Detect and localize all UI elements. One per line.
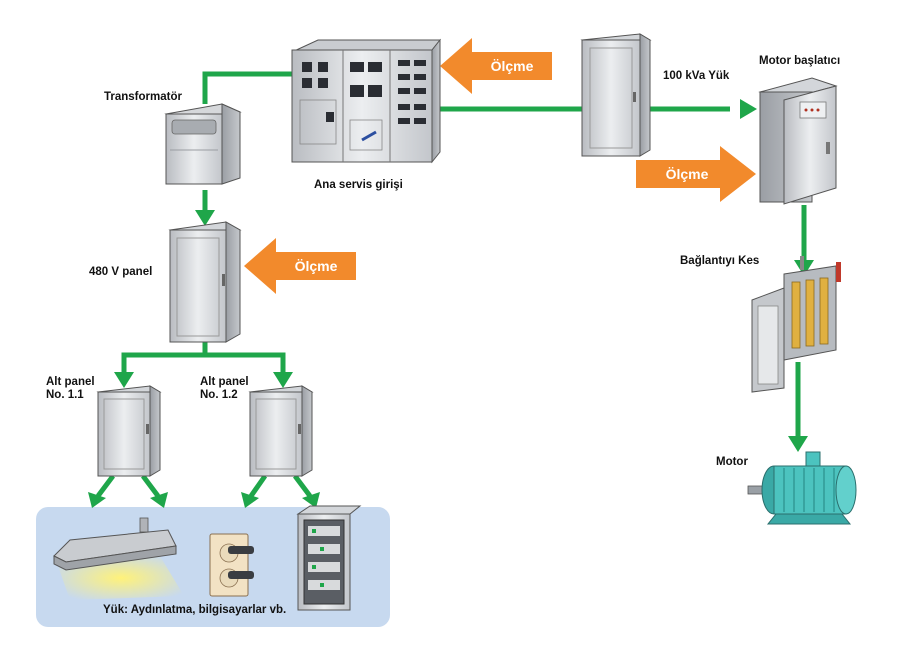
disconnect-switch-icon — [751, 256, 841, 393]
motor-starter-label: Motor başlatıcı — [759, 55, 841, 67]
outlet-icon — [209, 533, 254, 597]
subpanel-1-2-label-line1: Alt panel — [200, 376, 249, 388]
panel-icon — [168, 221, 242, 343]
switchgear-icon — [291, 38, 442, 164]
subpanel-1-1-label: Alt panel No. 1.1 — [46, 376, 95, 402]
main-service-label: Ana servis girişi — [314, 179, 403, 191]
arrowhead-sub1-right — [150, 492, 168, 508]
measure-label: Ölçme — [295, 258, 338, 274]
arrowhead-to-sub1 — [114, 372, 134, 388]
subpanel-1-1-label-line2: No. 1.1 — [46, 389, 84, 401]
flow-line-transformer-to-main — [202, 71, 292, 104]
flow-lines — [96, 71, 807, 498]
breaker-panel-icon — [296, 505, 362, 611]
transformer-icon — [164, 103, 242, 185]
flow-arrowheads — [88, 99, 814, 508]
disconnect-label: Bağlantıyı Kes — [680, 255, 760, 267]
measure-arrow-starter: Ölçme — [636, 146, 756, 202]
subpanel-1-2-label-line2: No. 1.2 — [200, 389, 238, 401]
flow-line-sub2-left — [248, 474, 268, 498]
light-fixture-icon — [53, 517, 184, 600]
arrowhead-sub2-left — [241, 492, 259, 508]
measure-label: Ölçme — [666, 166, 709, 182]
motor-starter-icon — [758, 77, 838, 205]
flow-line-480v-split — [121, 342, 208, 374]
arrowhead-sub2-right — [302, 492, 320, 508]
motor-icon — [747, 451, 857, 525]
subpanel-1-2-label: Alt panel No. 1.2 — [200, 376, 249, 402]
panel-icon — [580, 33, 652, 157]
arrowhead-to-starter — [740, 99, 757, 119]
flow-line-sub1-right — [141, 474, 160, 498]
subpanel-1-1-label-line1: Alt panel — [46, 376, 95, 388]
flow-line-480v-split-right — [205, 352, 286, 374]
flow-line-sub2-right — [293, 474, 312, 498]
panel-icon — [248, 385, 314, 477]
measure-arrow-main: Ölçme — [440, 38, 552, 94]
flow-line-sub1-left — [96, 474, 115, 498]
loads-label: Yük: Aydınlatma, bilgisayarlar vb. — [103, 604, 287, 616]
arrowhead-to-sub2 — [273, 372, 293, 388]
arrowhead-sub1-left — [88, 492, 106, 508]
transformer-label: Transformatör — [104, 91, 182, 103]
load-100kva-label: 100 kVa Yük — [663, 70, 730, 82]
arrowhead-to-480v — [195, 210, 215, 226]
panel-icon — [96, 385, 162, 477]
measure-arrow-480v: Ölçme — [244, 238, 356, 294]
arrowhead-to-motor — [788, 436, 808, 452]
panel-480v-label: 480 V panel — [89, 266, 153, 278]
motor-label: Motor — [716, 456, 748, 468]
measure-label: Ölçme — [491, 58, 534, 74]
